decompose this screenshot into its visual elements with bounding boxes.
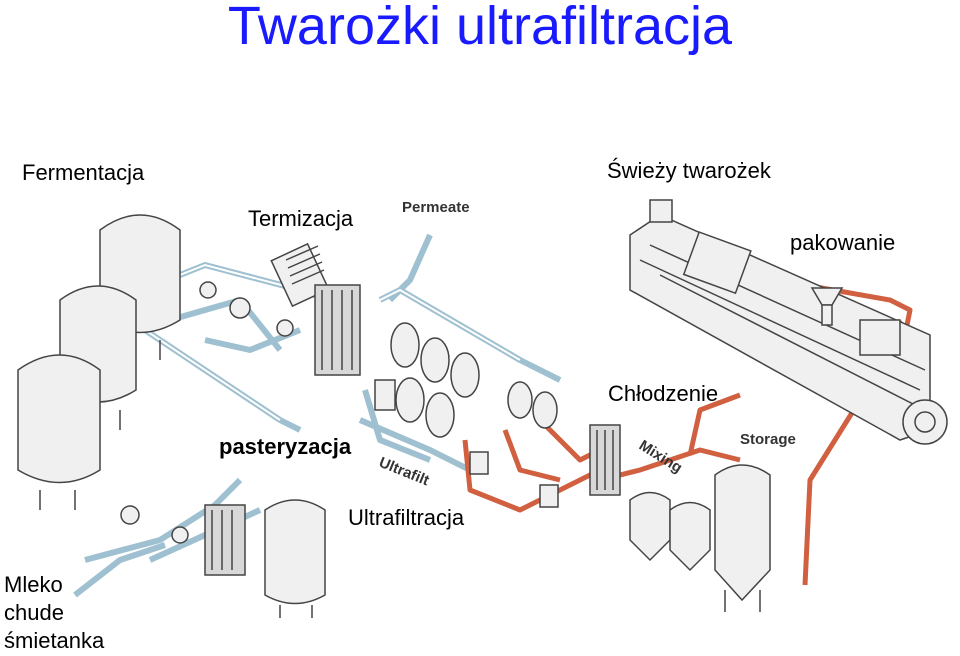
ultrafiltration-modules [362,322,559,508]
label-swiezy-twarozek: Świeży twarożek [607,158,771,183]
fermentation-tanks [17,214,181,510]
label-mleko: Mleko [4,572,63,597]
storage-tank [714,464,771,612]
pasteurization-unit [120,499,326,618]
label-ultrafiltracja: Ultrafiltracja [348,505,465,530]
supply-lines [73,542,166,598]
cooling-exchanger [589,424,621,496]
packaging-line [629,199,948,445]
mixing-tanks [629,491,711,572]
permeate-text: Permeate [402,199,470,216]
slide-title: Twarożki ultrafiltracja [227,0,733,56]
storage-text: Storage [740,431,796,448]
label-termizacja: Termizacja [248,206,354,231]
label-chlodzenie: Chłodzenie [608,381,719,406]
label-chude: chude [4,600,64,625]
termization-unit [199,242,361,376]
label-smietanka: śmietanka [4,628,105,653]
label-pasteryzacja: pasteryzacja [219,434,352,459]
label-fermentacja: Fermentacja [22,160,145,185]
label-pakowanie: pakowanie [790,230,896,255]
